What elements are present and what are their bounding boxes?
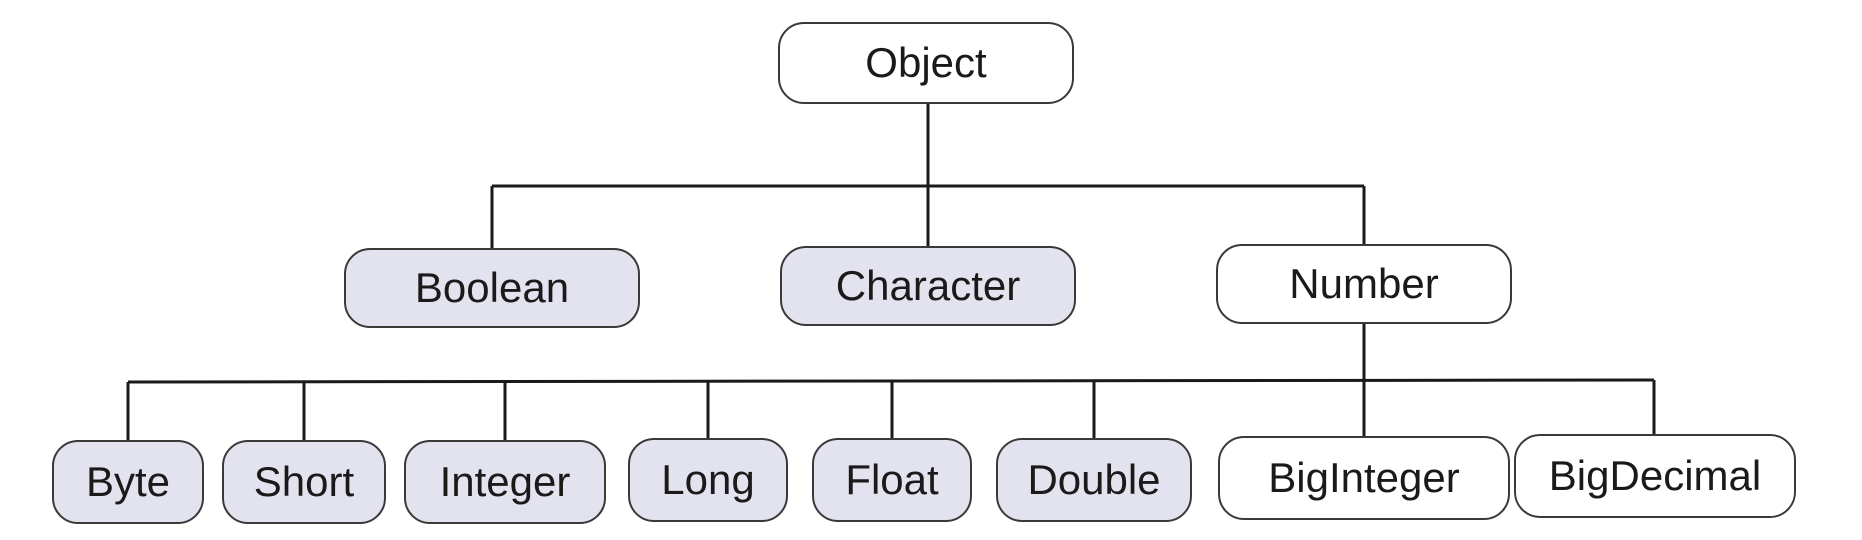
node-character: Character xyxy=(780,246,1076,326)
node-bigdecimal: BigDecimal xyxy=(1514,434,1796,518)
node-long: Long xyxy=(628,438,788,522)
node-integer: Integer xyxy=(404,440,606,524)
node-boolean: Boolean xyxy=(344,248,640,328)
node-double: Double xyxy=(996,438,1192,522)
node-float: Float xyxy=(812,438,972,522)
node-short: Short xyxy=(222,440,386,524)
node-biginteger: BigInteger xyxy=(1218,436,1510,520)
node-number: Number xyxy=(1216,244,1512,324)
node-object: Object xyxy=(778,22,1074,104)
node-byte: Byte xyxy=(52,440,204,524)
